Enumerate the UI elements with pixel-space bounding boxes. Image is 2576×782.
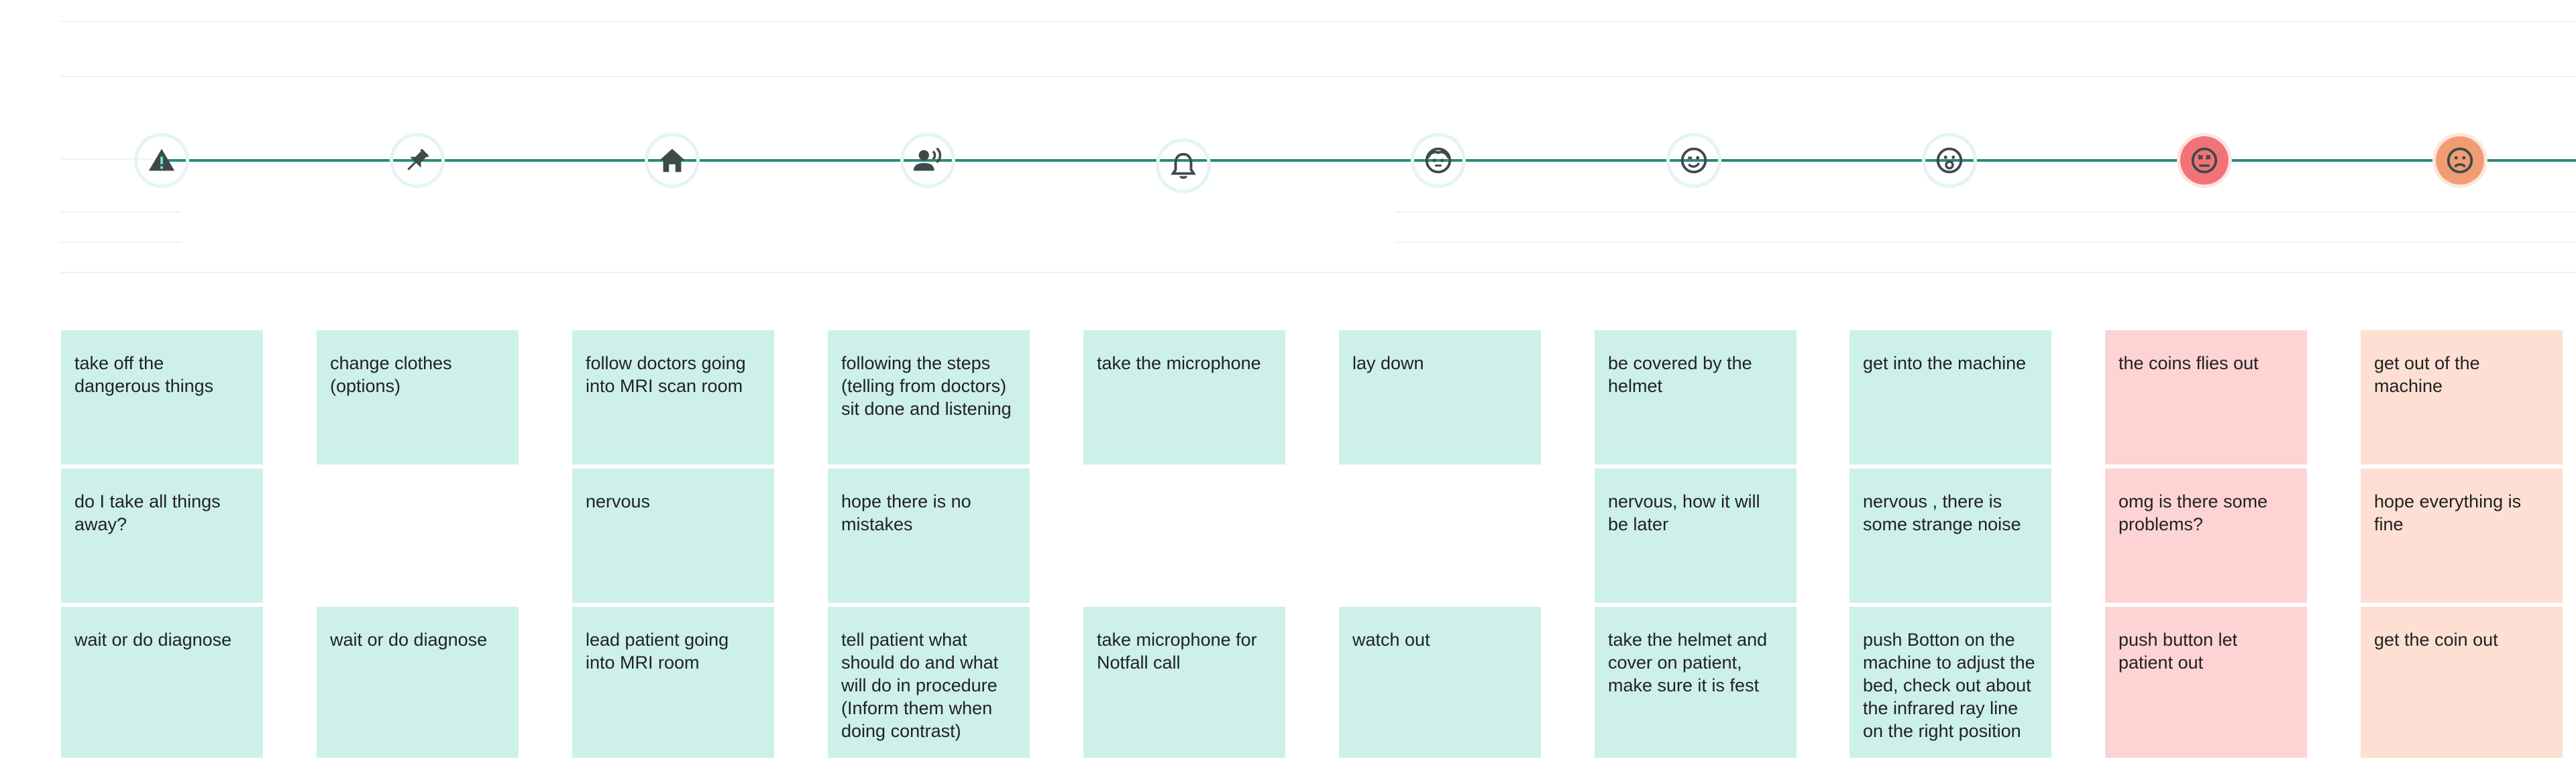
staff-action-note: push button let patient out — [2105, 607, 2307, 758]
staff-action-note: watch out — [1339, 607, 1541, 758]
patient-action-note: take off the dangerous things — [61, 330, 263, 465]
patient-action-note: change clothes (options) — [317, 330, 519, 465]
patient-action-note: take the microphone — [1083, 330, 1285, 465]
speaking-person-icon — [913, 147, 942, 171]
patient-action-note: follow doctors going into MRI scan room — [572, 330, 774, 465]
step-6-marker — [1414, 136, 1462, 185]
step-8-marker — [1925, 136, 1974, 185]
patient-feeling-note: hope everything is fine — [2361, 469, 2563, 603]
staff-action-note: tell patient what should do and what wil… — [828, 607, 1030, 758]
patient-feeling-note: omg is there some problems? — [2105, 469, 2307, 603]
guide-line — [60, 158, 161, 160]
guide-line — [60, 76, 2576, 77]
step-10-marker — [2436, 136, 2484, 185]
patient-action-note: lay down — [1339, 330, 1541, 465]
step-7-marker — [1670, 136, 1718, 185]
step-5-marker — [1159, 142, 1208, 190]
guide-line — [60, 242, 181, 243]
step-3-marker — [648, 136, 696, 185]
patient-action-note: the coins flies out — [2105, 330, 2307, 465]
staff-action-note: wait or do diagnose — [61, 607, 263, 758]
bell-icon — [1171, 152, 1196, 179]
journey-timeline — [161, 159, 2576, 162]
warning-icon — [148, 148, 175, 171]
step-4-marker — [904, 136, 952, 185]
patient-feeling-note: nervous , there is some strange noise — [1849, 469, 2051, 603]
step-1-marker — [138, 136, 186, 185]
patient-feeling-note: do I take all things away? — [61, 469, 263, 603]
face-surprised-icon — [1936, 147, 1963, 174]
patient-action-note: get into the machine — [1849, 330, 2051, 465]
guide-line — [60, 21, 2576, 22]
face-wink-icon — [1680, 147, 1707, 174]
patient-action-note: following the steps (telling from doctor… — [828, 330, 1030, 465]
staff-action-note: get the coin out — [2361, 607, 2563, 758]
guide-line — [60, 272, 2576, 273]
step-9-marker — [2180, 136, 2229, 185]
guide-line — [1395, 211, 2576, 213]
patient-action-note: be covered by the helmet — [1595, 330, 1796, 465]
patient-action-note: get out of the machine — [2361, 330, 2563, 465]
staff-action-note: push Botton on the machine to adjust the… — [1849, 607, 2051, 758]
staff-action-note: take the helmet and cover on patient, ma… — [1595, 607, 1796, 758]
face-dizzy-icon — [2191, 147, 2218, 174]
staff-action-note: wait or do diagnose — [317, 607, 519, 758]
patient-feeling-note: nervous, how it will be later — [1595, 469, 1796, 603]
guide-line — [60, 211, 181, 213]
pushpin-icon — [407, 149, 429, 170]
patient-feeling-note: nervous — [572, 469, 774, 603]
home-icon — [659, 148, 686, 173]
guide-line — [1395, 242, 2576, 243]
face-neutral-icon — [1425, 147, 1452, 174]
face-sad-icon — [2447, 147, 2473, 174]
step-2-marker — [393, 136, 441, 185]
patient-feeling-note: hope there is no mistakes — [828, 469, 1030, 603]
staff-action-note: take microphone for Notfall call — [1083, 607, 1285, 758]
staff-action-note: lead patient going into MRI room — [572, 607, 774, 758]
